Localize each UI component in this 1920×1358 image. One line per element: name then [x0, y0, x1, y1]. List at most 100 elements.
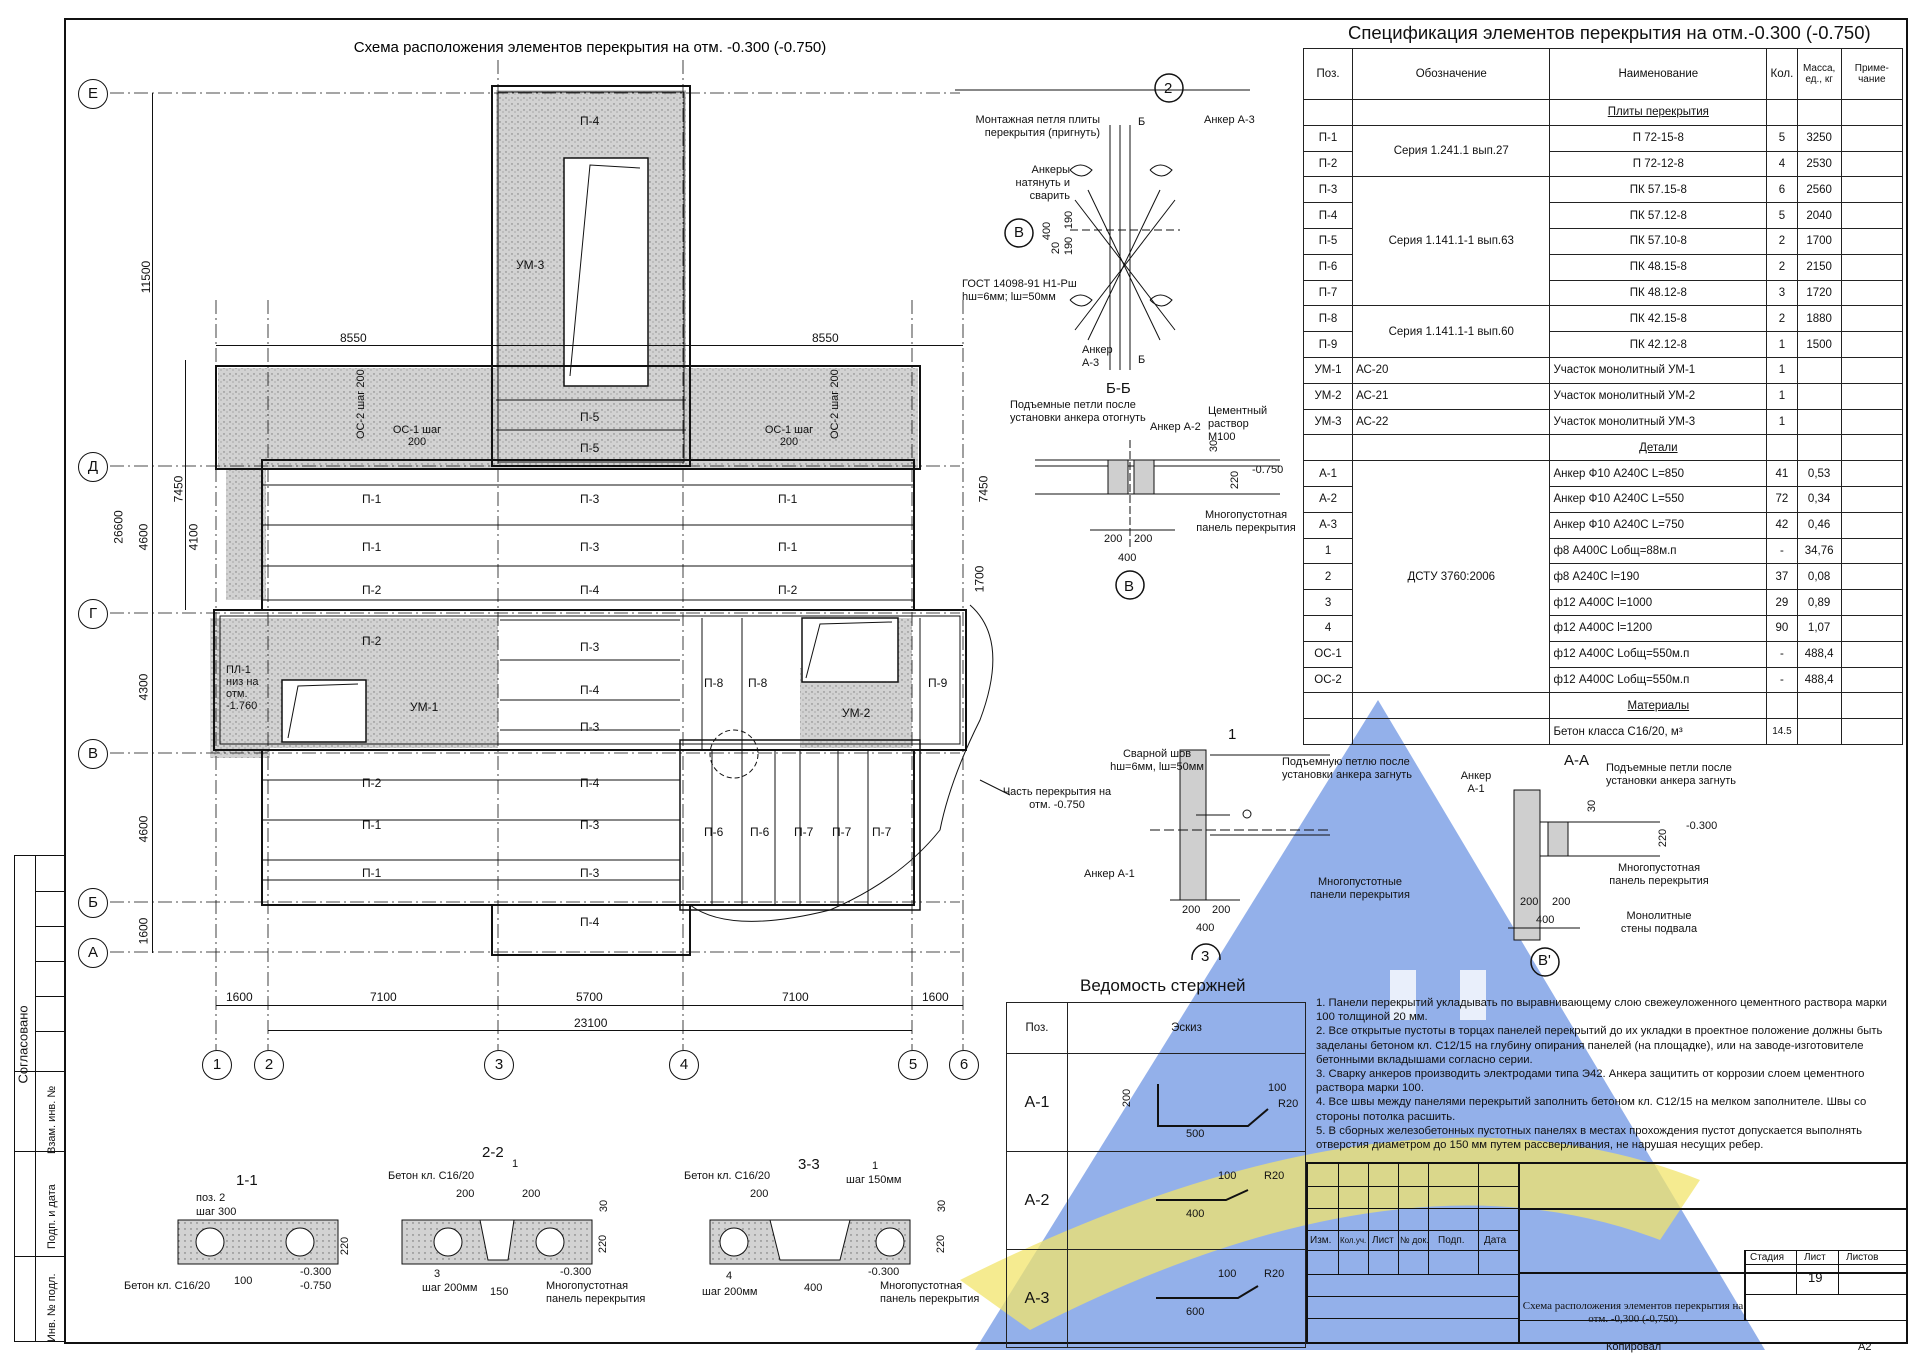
- node2-axis: В: [1014, 224, 1025, 241]
- section-11-h: 220: [339, 1236, 352, 1256]
- section-bb-title: Б-Б: [1106, 380, 1131, 397]
- part-note: Часть перекрытия на отм. -0.750: [1002, 786, 1112, 811]
- node2-cut: Б: [1138, 116, 1146, 128]
- axis-letter-A: А: [78, 938, 108, 968]
- slab-label: П-7: [832, 825, 852, 839]
- section-aa-dim: 200: [1552, 896, 1571, 908]
- stamp-sheet-label: Лист: [1804, 1252, 1826, 1263]
- section-33-m1: 1: [872, 1160, 879, 1172]
- slab-label: П-3: [580, 540, 600, 554]
- section-22-concrete: Бетон кл. С16/20: [388, 1170, 475, 1182]
- drawing-sheet-frame: [64, 18, 1908, 1344]
- axis-letter-G: Г: [78, 599, 108, 629]
- node1-mark: 1: [1228, 726, 1237, 743]
- section-bb-anchor: Анкер А-2: [1150, 421, 1201, 433]
- table-row: А-2 100 400 R20: [1005, 1151, 1306, 1250]
- section-aa-loop: Подъемные петли после установки анкера з…: [1606, 762, 1737, 787]
- dim-bottom-2: 7100: [370, 990, 397, 1004]
- sign-date-label: Подп. и дата: [46, 1184, 58, 1249]
- rod-a1-sketch: [1157, 1084, 1269, 1127]
- node2-gost-label: ГОСТ 14098-91 Н1-Рш hш=6мм; lш=50мм: [962, 278, 1077, 303]
- plan-title: Схема расположения элементов перекрытия …: [354, 39, 827, 56]
- os1-label-right: ОС-1 шаг 200: [764, 424, 814, 448]
- section-aa-axis: В': [1538, 952, 1551, 969]
- slab-label: П-3: [580, 818, 600, 832]
- axis-letter-V: В: [78, 739, 108, 769]
- section-22-d2: 200: [522, 1188, 541, 1200]
- axis-number-5: 5: [898, 1050, 928, 1080]
- dim-left-11500: 11500: [139, 260, 154, 294]
- section-11-lv1: -0.300: [300, 1266, 332, 1278]
- section-33-lv: -0.300: [868, 1266, 900, 1278]
- section-11-d100: 100: [234, 1275, 253, 1287]
- spec-section-materials: Материалы: [1549, 692, 1768, 720]
- pl1-note: ПЛ-1 низ на отм. -1.760: [226, 664, 259, 712]
- axis-letter-D: Д: [78, 452, 108, 482]
- dim-left-7450: 7450: [171, 475, 186, 503]
- spec-col-mass: Масса, ед., кг: [1796, 48, 1842, 100]
- node2-mark: 2: [1164, 80, 1173, 97]
- stamp-copied: Копировал: [1606, 1341, 1662, 1353]
- axis-letter-B: Б: [78, 888, 108, 918]
- slab-label: П-3: [580, 720, 600, 734]
- axis-letter-E: Е: [78, 79, 108, 109]
- section-33-title: 3-3: [798, 1156, 820, 1173]
- rods-table: Поз.Эскиз А-1 200 500 100 R20 А-2 100 40…: [1005, 1002, 1306, 1348]
- slab-label: П-2: [362, 583, 382, 597]
- dim-left-4600a: 4600: [136, 523, 151, 551]
- spec-series1: Серия 1.241.1 вып.27: [1352, 124, 1551, 178]
- node1-axis: 3: [1201, 948, 1210, 965]
- node-1-drawing: [1150, 749, 1330, 960]
- node2-dim: 20: [1050, 241, 1063, 255]
- general-notes: 1. Панели перекрытий укладывать по вырав…: [1316, 996, 1896, 1152]
- section-11-lv2: -0.750: [300, 1280, 332, 1292]
- node1-dim: 200: [1182, 904, 1201, 916]
- section-33-d1: 200: [750, 1188, 769, 1200]
- section-33-step2: шаг 200мм: [702, 1286, 758, 1298]
- dimension-line-left-2: [185, 360, 186, 610]
- slab-label: П-4: [580, 114, 600, 128]
- os2-label-left: ОС-2 шаг 200: [355, 369, 367, 439]
- sections-bottom-drawing: [177, 1219, 911, 1265]
- node2-dim: 400: [1041, 221, 1054, 241]
- spec-col-pos: Поз.: [1302, 48, 1354, 100]
- section-bb-drawing: [1035, 440, 1280, 600]
- section-33-step1: шаг 150мм: [846, 1174, 902, 1186]
- section-bb-dim: 30: [1208, 439, 1221, 453]
- section-33-panel: Многопустотная панель перекрытия: [880, 1280, 980, 1305]
- stamp-col-sheet: Лист: [1372, 1235, 1394, 1246]
- section-22-t: 30: [598, 1199, 611, 1213]
- slab-label: П-3: [580, 492, 600, 506]
- note-item: 2. Все открытые пустоты в торцах панелей…: [1316, 1025, 1883, 1066]
- section-11-pos2: поз. 2: [196, 1192, 226, 1204]
- slab-label: П-8: [704, 676, 724, 690]
- axis-number-1: 1: [202, 1050, 232, 1080]
- dimension-line-total: [268, 1030, 912, 1031]
- dim-bottom-3: 5700: [576, 990, 603, 1004]
- section-bb-lifting: Подъемные петли после установки анкера о…: [1010, 399, 1146, 424]
- node1-dim: 400: [1196, 922, 1215, 934]
- spec-section-plates: Плиты перекрытия: [1549, 99, 1768, 126]
- node2-loop-label: Монтажная петля плиты перекрытия (пригну…: [975, 114, 1100, 139]
- slab-label: П-3: [580, 640, 600, 654]
- section-22-m1: 1: [512, 1158, 519, 1170]
- section-22-m3: 3: [434, 1268, 441, 1280]
- dim-left-4600b: 4600: [136, 815, 151, 843]
- monolith-label: УМ-2: [842, 706, 871, 720]
- section-22-lv: -0.300: [560, 1266, 592, 1278]
- node2-anchors-label: Анкеры натянуть и сварить: [1015, 164, 1071, 202]
- node1-weld: Сварной шов hш=6мм, lш=50мм: [1110, 748, 1204, 773]
- node-2-drawing: [955, 73, 1250, 370]
- axis-number-6: 6: [949, 1050, 979, 1080]
- note-item: 5. В сборных железобетонных пустотных па…: [1316, 1124, 1863, 1152]
- stamp-sheet-number: 19: [1808, 1270, 1823, 1285]
- note-item: 1. Панели перекрытий укладывать по вырав…: [1316, 997, 1887, 1024]
- section-22-panel: Многопустотная панель перекрытия: [546, 1280, 646, 1305]
- section-bb-dim: 200: [1134, 533, 1153, 545]
- slab-label: П-1: [362, 492, 382, 506]
